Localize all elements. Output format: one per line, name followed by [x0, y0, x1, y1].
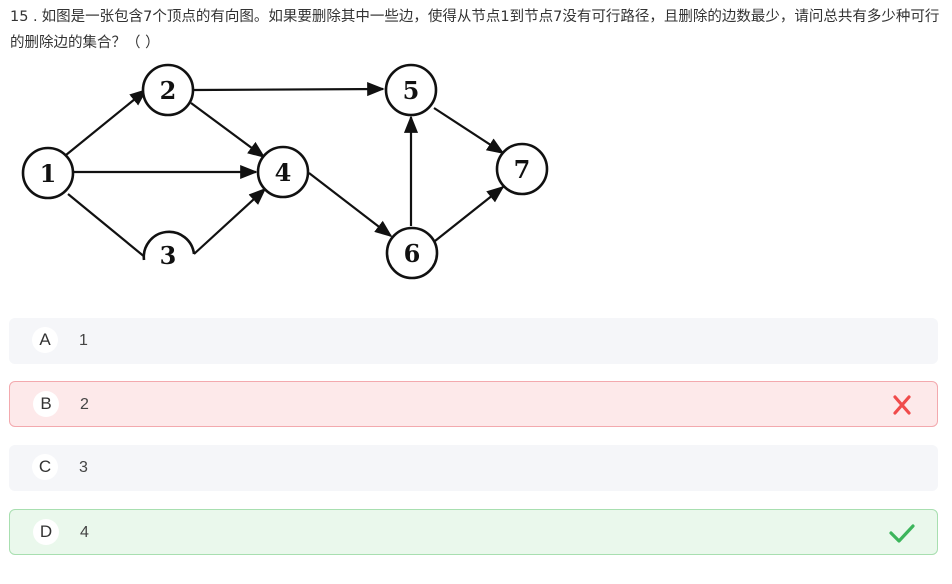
graph-node-4: 4 [256, 145, 310, 199]
graph-node-2: 2 [141, 63, 195, 117]
edge-1-2 [65, 88, 148, 156]
graph-node-3: 3 [142, 230, 196, 270]
graph-node-5: 5 [384, 63, 438, 117]
edge-2-4 [190, 102, 266, 159]
edge-4-6 [308, 172, 393, 238]
svg-text:2: 2 [160, 76, 177, 105]
svg-text:6: 6 [404, 239, 421, 268]
cross-icon [893, 395, 911, 415]
svg-text:3: 3 [160, 241, 177, 270]
edge-3-4 [193, 187, 267, 255]
option-letter: B [33, 391, 59, 417]
option-text: 2 [80, 396, 89, 413]
svg-text:5: 5 [403, 76, 420, 105]
option-text: 1 [79, 332, 88, 349]
option-d[interactable]: D 4 [9, 509, 938, 555]
edge-1-3 [67, 193, 147, 259]
edge-2-5 [193, 82, 385, 97]
option-a[interactable]: A 1 [9, 318, 938, 364]
option-text: 4 [80, 524, 89, 541]
graph-node-7: 7 [495, 142, 549, 196]
option-letter: D [33, 519, 59, 545]
option-c[interactable]: C 3 [9, 445, 938, 491]
question-number: 15 . [10, 9, 38, 25]
question-body: 如图是一张包含7个顶点的有向图。如果要删除其中一些边，使得从节点1到节点7没有可… [10, 9, 940, 51]
option-b[interactable]: B 2 [9, 381, 938, 427]
graph-node-6: 6 [385, 226, 439, 280]
graph-node-1: 1 [21, 146, 75, 200]
svg-text:7: 7 [514, 155, 531, 184]
directed-graph: 1 2 3 4 5 6 7 [21, 63, 549, 280]
svg-text:1: 1 [40, 159, 57, 188]
check-icon [889, 524, 915, 543]
option-letter: A [32, 327, 58, 353]
edge-5-7 [433, 107, 505, 154]
question-text: 15 .如图是一张包含7个顶点的有向图。如果要删除其中一些边，使得从节点1到节点… [10, 4, 946, 56]
option-text: 3 [79, 459, 88, 476]
edge-6-7 [434, 185, 505, 242]
svg-text:4: 4 [275, 158, 292, 187]
option-letter: C [32, 454, 58, 480]
